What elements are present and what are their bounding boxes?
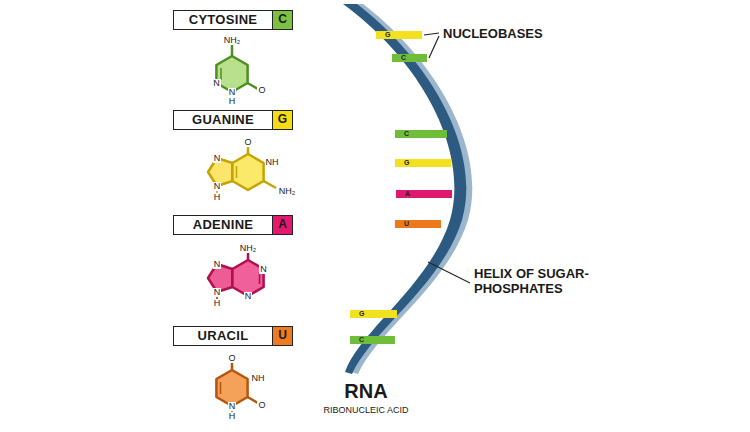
atom-label: H [213,299,222,308]
base-letter: G [272,111,292,129]
callout-label: NUCLEOBASES [443,27,543,42]
base-letter: A [272,216,292,234]
atom-label: O [257,401,266,410]
callout-label: HELIX OF SUGAR-PHOSPHATES [474,267,624,297]
base-name: ADENINE [174,216,272,234]
nucleobase-bar: G [376,31,422,39]
guanine-molecule [264,181,276,188]
atom-label: NH₂ [278,187,297,196]
base-letter: G [350,310,397,318]
base-letter: U [272,327,292,345]
guanine-molecule [247,146,250,154]
guanine-molecule [236,166,238,178]
atom-label: H [213,193,222,202]
nucleobase-bar: C [395,130,447,138]
atom-label: N [213,260,222,269]
base-letter: U [395,220,441,228]
base-name: GUANINE [174,111,272,129]
uracil-molecule [216,362,258,414]
nucleobase-bar: C [392,54,427,62]
base-letter: C [272,11,292,29]
base-name-box: CYTOSINEC [173,10,293,30]
diagram-title: RNA [344,380,387,403]
atom-label: O [257,86,266,95]
leader-line [424,33,470,283]
atom-label: N [228,402,237,411]
cytosine-molecule [248,83,258,89]
adenine-molecule [259,272,261,284]
nucleobase-bar: A [396,190,452,198]
atom-label: O [227,354,236,363]
leader-line [428,262,470,283]
helix-shade [349,4,472,374]
base-name: CYTOSINE [174,11,272,29]
cytosine-molecule [216,44,258,100]
base-letter: G [395,159,451,167]
adenine-molecule [208,252,264,301]
base-name-box: URACILU [173,326,293,346]
leader-line [424,33,439,35]
atom-label: N [212,79,221,88]
atom-label: H [228,412,237,421]
atom-label: NH [251,374,266,383]
nucleobase-bar: C [350,336,395,344]
atom-label: NH [265,158,280,167]
leader-line [429,36,439,58]
atom-label: N [213,288,222,297]
atom-label: N [244,292,253,301]
base-name-box: GUANINEG [173,110,293,130]
atom-label: N [259,265,268,274]
atom-label: NH₂ [239,244,258,253]
nucleobase-bar: G [395,159,451,167]
base-name-box: ADENINEA [173,215,293,235]
atom-label: N [213,182,222,191]
base-letter: C [350,336,395,344]
helix-strand [343,4,466,374]
base-name: URACIL [174,327,272,345]
base-letter: C [392,54,427,62]
nucleobase-bar: U [395,220,441,228]
guanine-molecule [208,146,276,195]
atom-label: H [228,97,237,106]
atom-label: NH₂ [223,36,242,45]
uracil-molecule [231,362,234,370]
guanine-molecule [232,154,263,190]
base-letter: C [395,130,447,138]
atom-label: O [243,138,252,147]
diagram-subtitle: RIBONUCLEIC ACID [323,405,408,415]
uracil-molecule [248,397,258,403]
atom-label: N [228,88,237,97]
cytosine-molecule [231,44,234,56]
base-letter: A [396,190,452,198]
uracil-molecule [220,382,222,394]
base-letter: G [376,31,422,39]
adenine-molecule [247,252,250,260]
atom-label: N [213,154,222,163]
nucleobase-bar: G [350,310,397,318]
